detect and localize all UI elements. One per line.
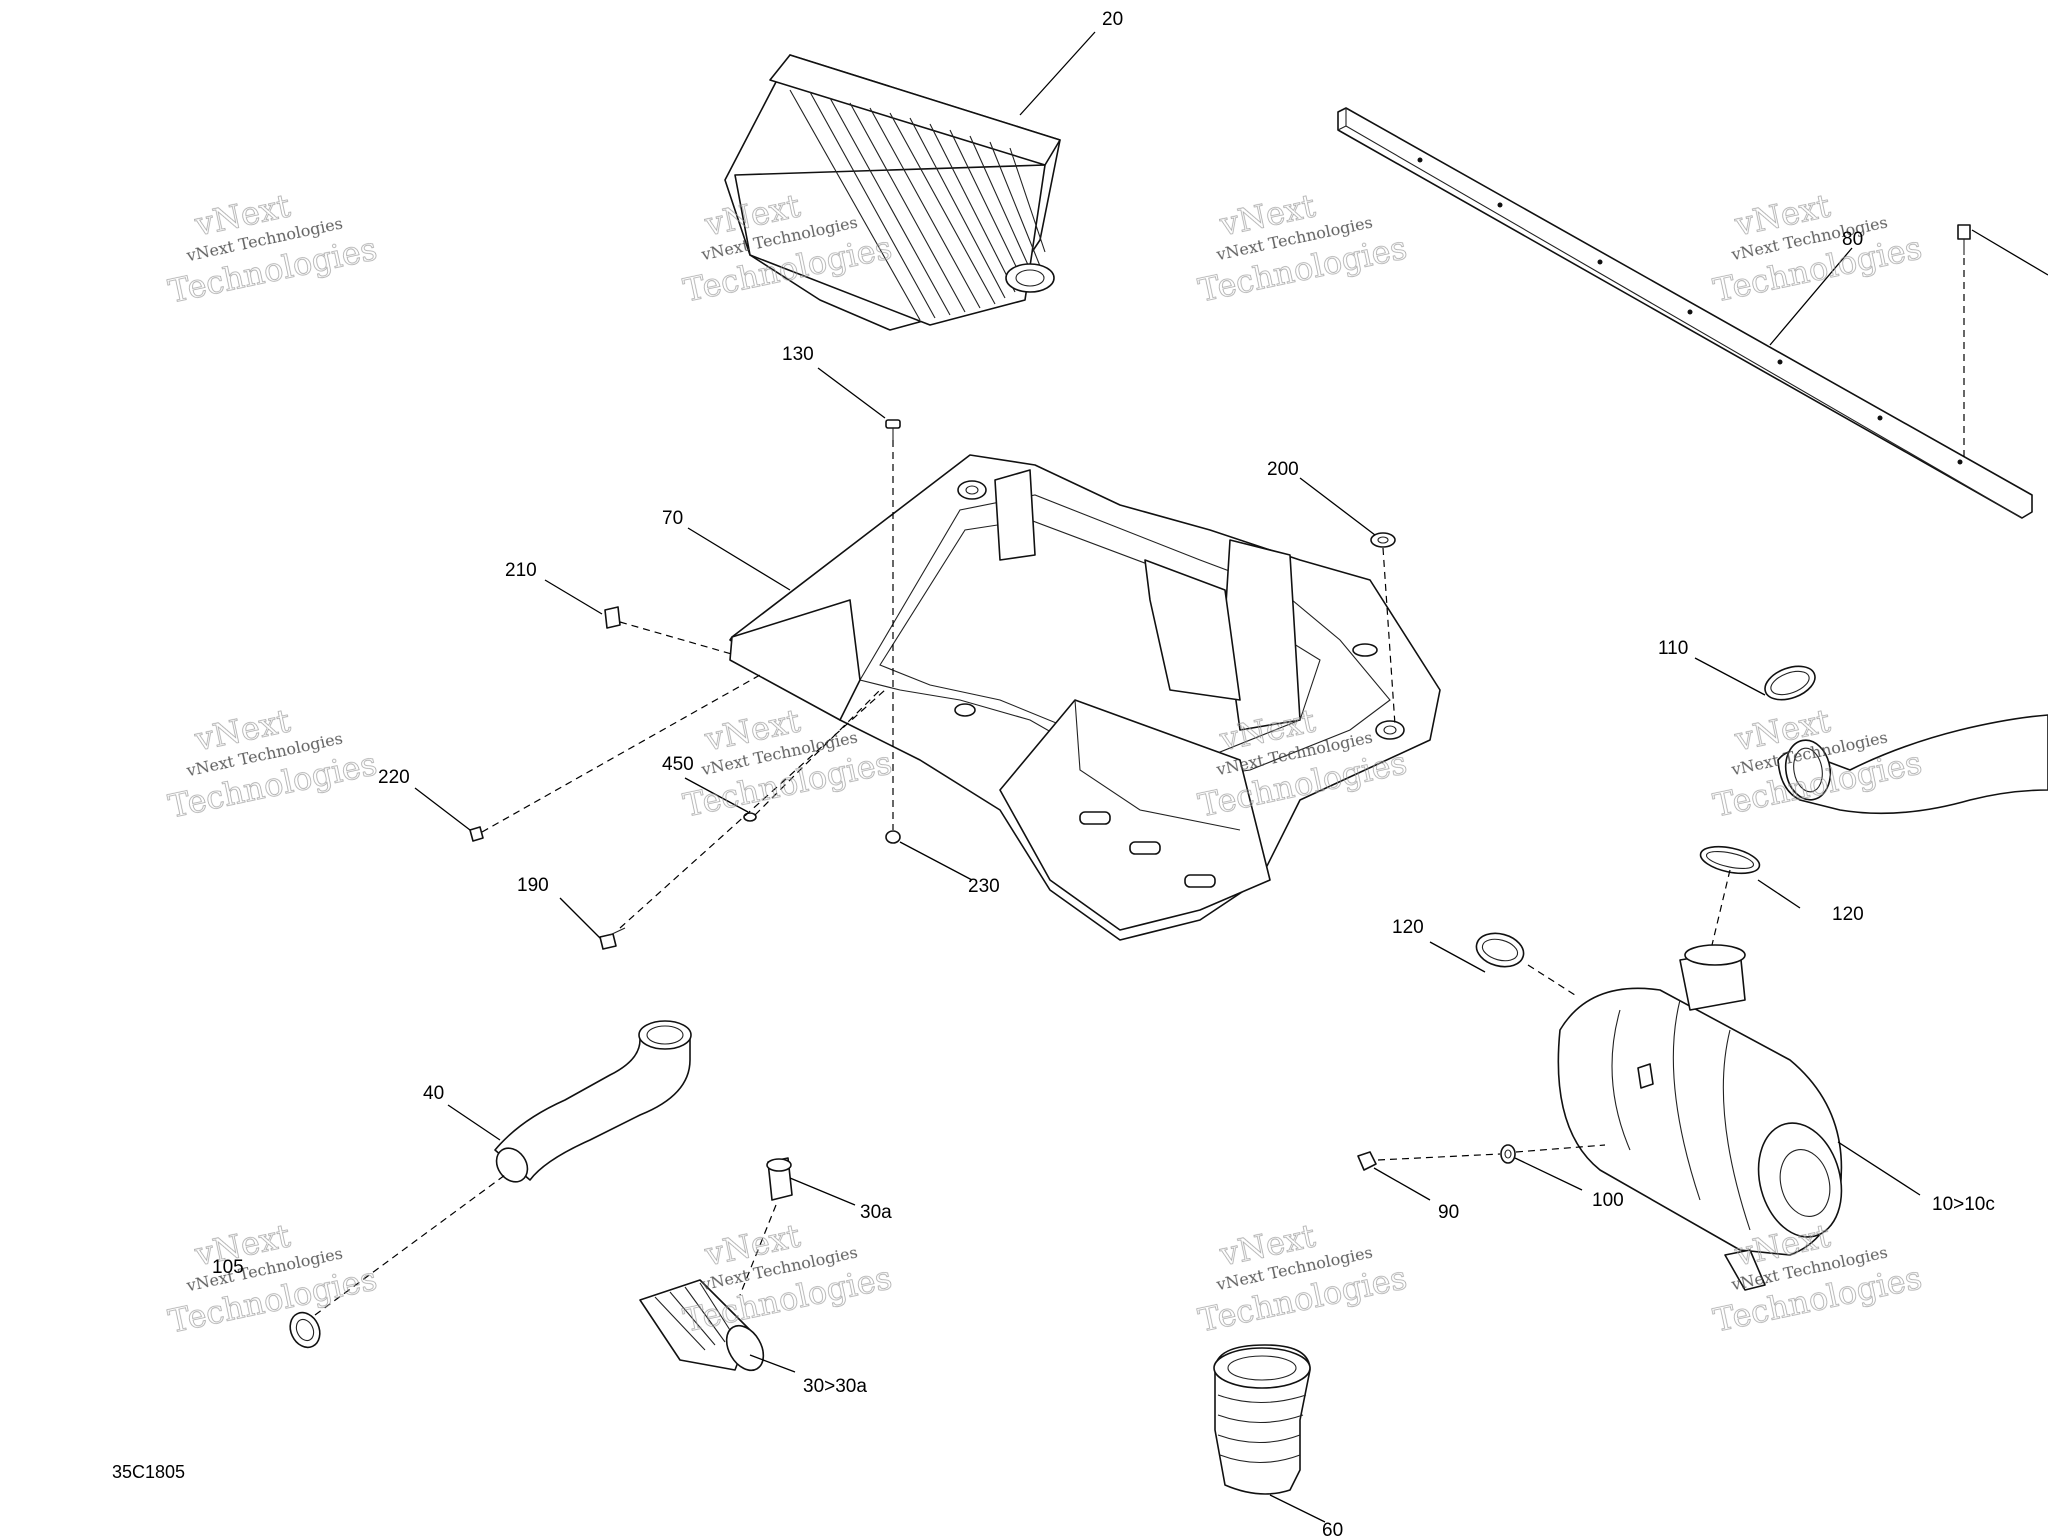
drawing-code: 35C1805 <box>112 1462 185 1482</box>
callout-220: 220 <box>378 767 410 788</box>
part-120-clamp-right <box>1699 845 1761 875</box>
hose-upper-right <box>1777 714 2048 815</box>
callout-230: 230 <box>968 876 1000 897</box>
leader-lines <box>414 31 1921 1523</box>
bolt-top-right <box>1957 224 1971 255</box>
callout-60: 60 <box>1322 1520 1343 1536</box>
callout-labels: 20 80 130 200 70 210 110 220 450 230 190… <box>212 9 1995 1536</box>
callout-120-left: 120 <box>1392 917 1424 938</box>
callout-190: 190 <box>517 875 549 896</box>
callout-80: 80 <box>1842 229 1863 250</box>
callout-200: 200 <box>1267 459 1299 480</box>
part-40-intake-hose <box>494 1020 692 1183</box>
callout-450: 450 <box>662 754 694 775</box>
assembly-lines <box>314 440 1731 1316</box>
part-130-screw <box>885 419 901 440</box>
part-60-rubber-boot <box>1213 1344 1311 1495</box>
callout-30a: 30a <box>860 1202 892 1223</box>
callout-110: 110 <box>1658 638 1688 659</box>
part-190-bolt <box>599 927 626 950</box>
callout-105: 105 <box>212 1257 244 1278</box>
part-70-air-box-base <box>729 454 1441 941</box>
callout-130: 130 <box>782 344 814 365</box>
callout-10-10c: 10>10c <box>1932 1194 1995 1215</box>
callout-120-right: 120 <box>1832 904 1864 925</box>
callout-100: 100 <box>1592 1190 1624 1211</box>
part-20-intercooler <box>724 54 1061 331</box>
callout-40: 40 <box>423 1083 444 1104</box>
part-30a-fitting <box>766 1157 793 1201</box>
part-105-clamp <box>289 1311 321 1349</box>
callout-210: 210 <box>505 560 537 581</box>
part-200-grommet <box>1370 532 1396 548</box>
part-120-clamp-left <box>1475 932 1525 968</box>
part-90-bolt <box>1357 1151 1377 1171</box>
callout-30-30a: 30>30a <box>803 1376 867 1397</box>
part-110-clamp <box>1764 665 1816 701</box>
part-210-clip <box>604 606 621 629</box>
part-230-nut <box>885 830 901 844</box>
part-100-washer <box>1500 1144 1516 1164</box>
part-80-support-bar <box>1337 107 2033 519</box>
callout-90: 90 <box>1438 1202 1459 1223</box>
callout-20: 20 <box>1102 9 1123 30</box>
part-450-rivet <box>743 812 757 822</box>
part-30-bellows-hose <box>639 1279 765 1372</box>
part-10-air-filter-housing <box>1557 944 1843 1291</box>
part-220-screw <box>469 826 484 842</box>
callout-70: 70 <box>662 508 683 529</box>
